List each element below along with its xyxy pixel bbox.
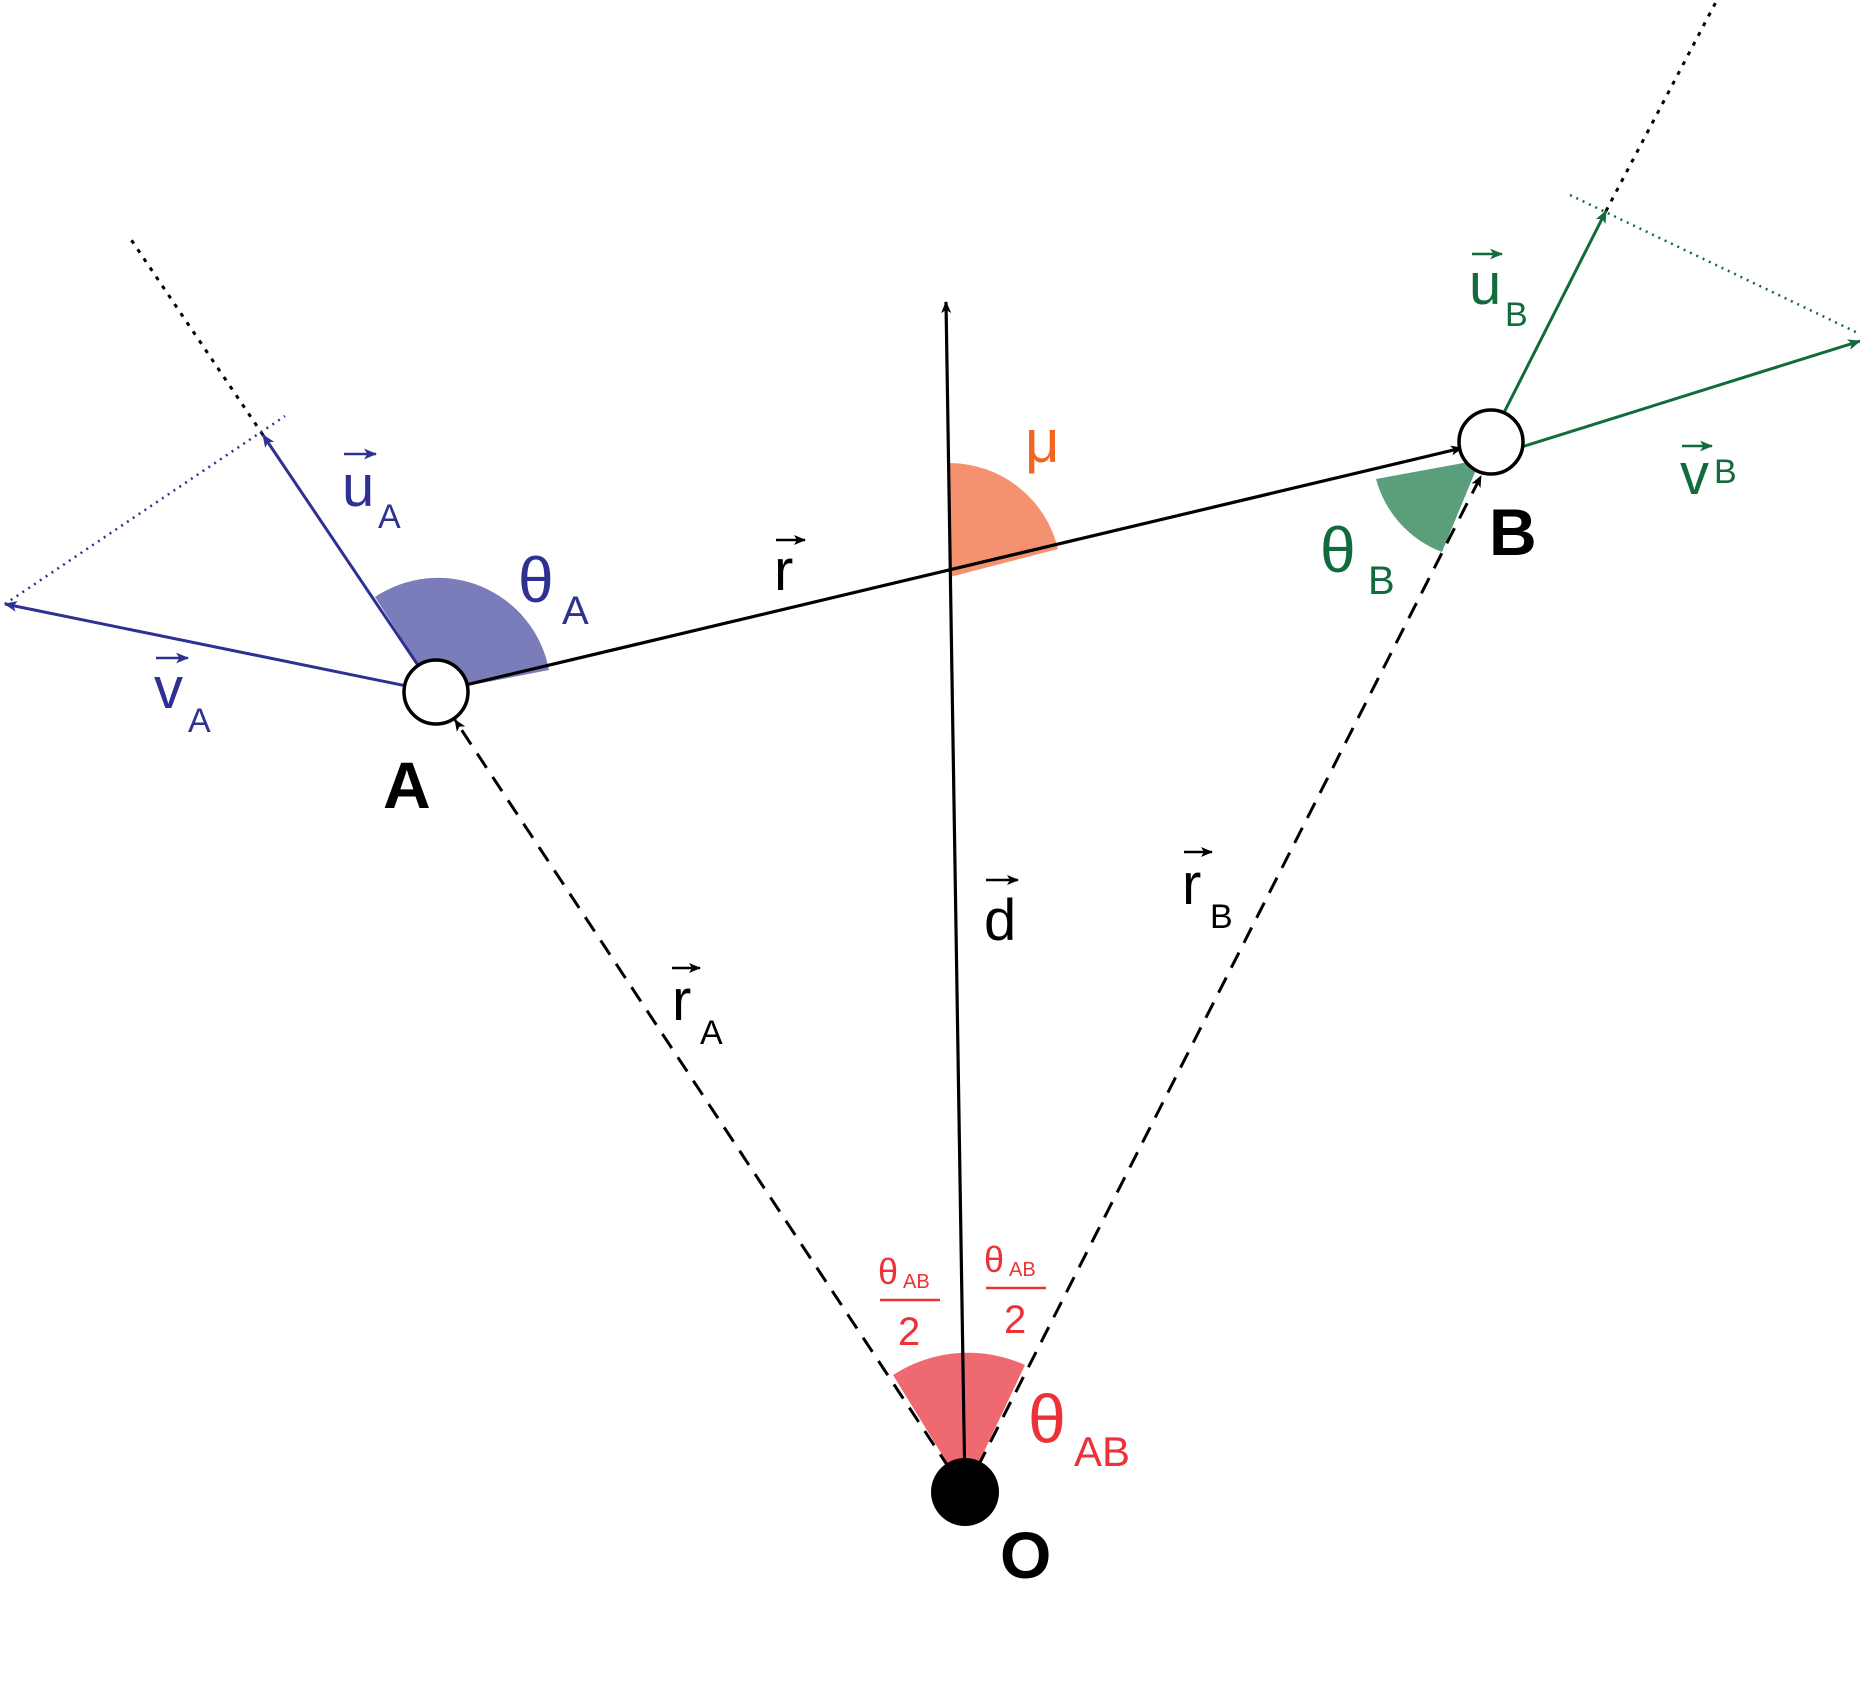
v-B-perp-dotted — [1569, 193, 1860, 336]
u-A-label: u A — [342, 448, 401, 536]
theta-B-label: θ B — [1320, 514, 1395, 603]
d-label: d — [984, 875, 1019, 953]
theta-B-wedge — [1376, 460, 1480, 552]
r-A-vector — [453, 719, 967, 1493]
mu-label: μ — [1025, 408, 1060, 475]
svg-text:A: A — [700, 1014, 723, 1052]
svg-text:v: v — [1680, 442, 1709, 507]
svg-text:μ: μ — [1025, 408, 1060, 475]
v-B-vector — [1479, 339, 1860, 462]
r-A-label: r A — [672, 963, 723, 1052]
svg-text:AB: AB — [1074, 1428, 1130, 1475]
u-A-extension-line — [128, 237, 265, 436]
theta-AB-label: θ AB — [1028, 1381, 1130, 1475]
d-vector — [941, 301, 967, 1493]
svg-text:u: u — [1469, 252, 1501, 317]
svg-text:2: 2 — [1004, 1298, 1026, 1342]
svg-text:θ: θ — [518, 544, 554, 616]
svg-text:B: B — [1210, 898, 1233, 936]
r-B-label: r B — [1182, 847, 1233, 936]
point-B-label: B — [1489, 495, 1537, 569]
v-A-perp-dotted — [4, 414, 286, 606]
svg-text:θ: θ — [984, 1239, 1004, 1280]
point-O-marker — [931, 1458, 999, 1526]
svg-text:r: r — [672, 968, 691, 1033]
svg-text:AB: AB — [903, 1271, 930, 1293]
v-B-label: v B — [1680, 440, 1737, 507]
u-B-label: u B — [1469, 248, 1528, 334]
svg-text:B: B — [1505, 296, 1528, 334]
mu-wedge — [950, 463, 1058, 577]
point-O-label: O — [1000, 1518, 1051, 1592]
svg-text:θ: θ — [1320, 514, 1356, 586]
svg-text:θ: θ — [878, 1251, 898, 1292]
svg-text:A: A — [378, 498, 401, 536]
half-angle-left-label: θ AB 2 — [878, 1251, 940, 1354]
svg-text:A: A — [562, 589, 589, 633]
svg-text:d: d — [984, 888, 1016, 953]
svg-text:r: r — [774, 538, 793, 603]
svg-text:A: A — [188, 702, 211, 740]
point-A-marker — [402, 658, 470, 726]
theta-A-label: θ A — [518, 544, 589, 633]
svg-text:v: v — [154, 656, 183, 721]
r-label: r — [774, 535, 806, 603]
svg-text:θ: θ — [1028, 1381, 1066, 1457]
svg-text:u: u — [342, 454, 374, 519]
half-angle-right-label: θ AB 2 — [984, 1239, 1046, 1342]
u-B-extension-line — [1604, 0, 1719, 212]
u-A-vector — [261, 434, 438, 693]
v-A-label: v A — [154, 652, 211, 740]
svg-text:B: B — [1368, 559, 1395, 603]
svg-text:r: r — [1182, 852, 1201, 917]
svg-text:B: B — [1714, 453, 1737, 491]
svg-text:AB: AB — [1009, 1259, 1036, 1281]
r-B-vector — [963, 475, 1483, 1493]
point-A-label: A — [383, 748, 431, 822]
svg-text:2: 2 — [898, 1310, 920, 1354]
theta-AB-wedge — [893, 1352, 1025, 1492]
r-vector — [435, 445, 1463, 694]
v-A-vector — [3, 601, 437, 694]
point-B-marker — [1457, 408, 1525, 476]
